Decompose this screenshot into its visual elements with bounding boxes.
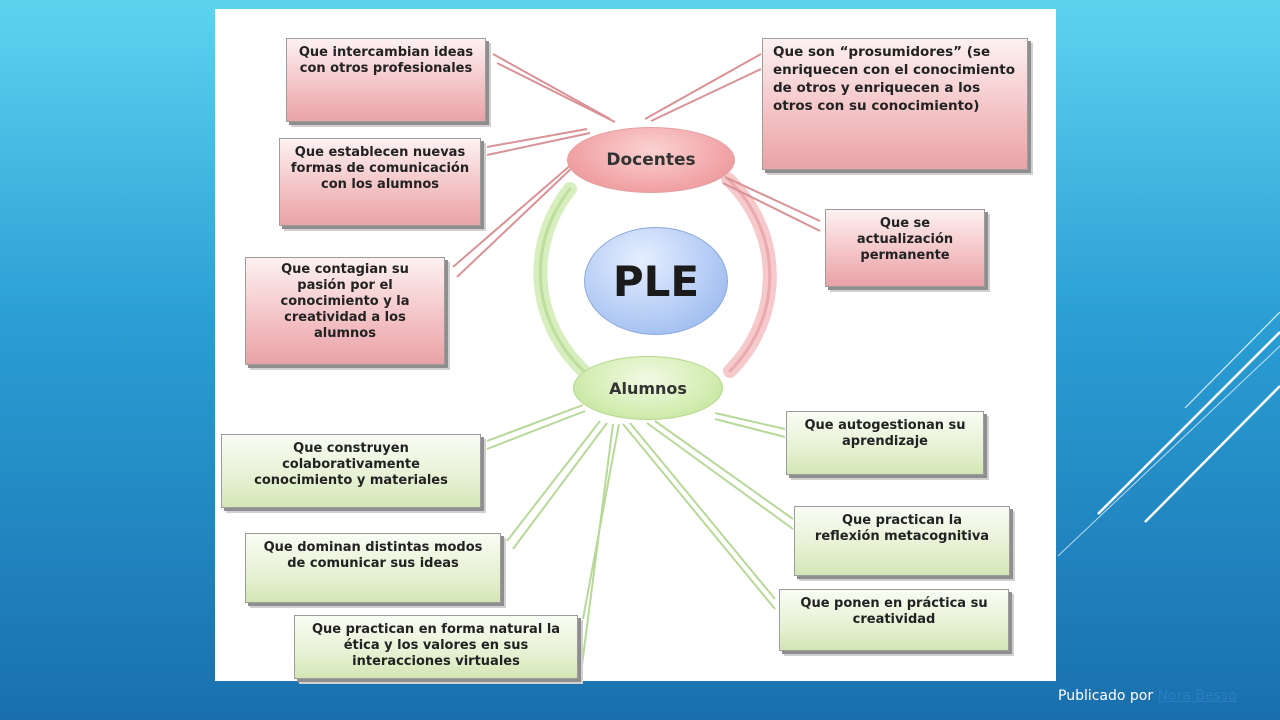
footer-credit: Publicado por Nora Besso [1058, 688, 1237, 704]
alumnos-item-creatividad: Que ponen en práctica su creatividad [779, 589, 1009, 651]
docentes-item-intercambian: Que intercambian ideas con otros profesi… [286, 38, 486, 122]
alumnos-item-autogestionan: Que autogestionan su aprendizaje [786, 411, 984, 475]
docentes-item-actualizacion: Que se actualización permanente [825, 209, 985, 287]
ple-diagram-panel: Docentes PLE Alumnos Que intercambian id… [215, 9, 1056, 681]
alumnos-node: Alumnos [573, 356, 723, 420]
docentes-item-prosumidores: Que son “prosumidores” (se enriquecen co… [762, 38, 1028, 170]
alumnos-item-etica: Que practican en forma natural la ética … [294, 615, 578, 679]
docentes-node: Docentes [567, 127, 735, 193]
footer-author-link[interactable]: Nora Besso [1157, 688, 1237, 704]
ple-center-node: PLE [584, 227, 728, 335]
alumnos-item-comunicar: Que dominan distintas modos de comunicar… [245, 533, 501, 603]
diagram-connectors [452, 53, 821, 681]
alumnos-item-construyen: Que construyen colaborativamente conocim… [221, 434, 481, 508]
docentes-connectors [452, 53, 821, 278]
alumnos-item-reflexion: Que practican la reflexión metacognitiva [794, 506, 1010, 576]
alumnos-connectors [486, 404, 794, 681]
docentes-item-pasion: Que contagian su pasión por el conocimie… [245, 257, 445, 365]
docentes-item-comunicacion: Que establecen nuevas formas de comunica… [279, 138, 481, 226]
footer-prefix: Publicado por [1058, 688, 1154, 704]
